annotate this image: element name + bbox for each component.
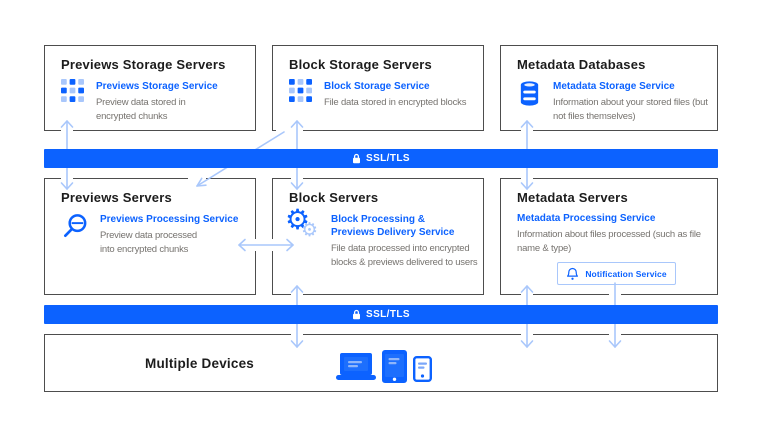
service-description: File data processed into encrypted [331, 243, 470, 254]
block-storage-servers-box: Block Storage Servers Block Storage Serv… [272, 45, 484, 131]
border-gap [188, 175, 206, 181]
service-name: Previews Storage Service [96, 81, 218, 92]
box-title: Metadata Databases [517, 57, 646, 72]
service-description: name & type) [517, 242, 572, 254]
metadata-servers-box: Metadata Servers Metadata Processing Ser… [500, 178, 718, 295]
tablet-icon [382, 350, 407, 388]
notification-service-label: Notification Service [585, 268, 667, 279]
notification-service-box: Notification Service [557, 262, 676, 285]
box-title: Previews Servers [61, 190, 172, 205]
border-gap [291, 128, 303, 134]
service-name: Previews Delivery Service [331, 227, 455, 238]
border-gap [521, 128, 533, 134]
ssl-tls-label: SSL/TLS [366, 153, 410, 164]
lock-icon [352, 153, 361, 164]
service-name: Metadata Storage Service [553, 81, 675, 92]
service-description: Information about files processed (such … [517, 229, 701, 240]
service-name: Previews Processing Service [100, 214, 239, 225]
ssl-tls-bar-bottom: SSL/TLS [44, 305, 718, 324]
box-title: Metadata Servers [517, 190, 628, 205]
previews-servers-box: Previews Servers Previews Processing Ser… [44, 178, 256, 295]
box-title: Previews Storage Servers [61, 57, 226, 72]
bell-icon [566, 267, 579, 281]
previews-storage-servers-box: Previews Storage Servers Previews Storag… [44, 45, 256, 131]
metadata-databases-box: Metadata Databases Metadata Storage Serv… [500, 45, 718, 131]
service-description: not files themselves) [553, 110, 636, 122]
ssl-tls-label: SSL/TLS [366, 309, 410, 320]
border-gap [609, 292, 621, 298]
border-gap [521, 292, 533, 298]
service-description: Preview data stored in [96, 97, 186, 108]
service-description: into encrypted chunks [100, 243, 189, 255]
service-description: blocks & previews delivered to users [331, 256, 478, 268]
box-title: Block Servers [289, 190, 379, 205]
service-description: Information about your stored files (but [553, 97, 708, 108]
border-gap [253, 239, 259, 251]
border-gap [291, 175, 303, 181]
service-description: File data stored in encrypted blocks [324, 97, 467, 108]
block-servers-box: Block Servers ⚙ ⚙ Block Processing & Pre… [272, 178, 484, 295]
lock-icon [352, 309, 361, 320]
service-name: Metadata Processing Service [517, 213, 656, 224]
laptop-icon [336, 353, 376, 386]
border-gap [521, 331, 533, 337]
border-gap [61, 175, 73, 181]
service-description: encrypted chunks [96, 110, 168, 122]
border-gap [521, 175, 533, 181]
multiple-devices-box: Multiple Devices [44, 334, 718, 392]
border-gap [291, 331, 303, 337]
database-icon [517, 79, 542, 113]
border-gap [291, 292, 303, 298]
border-gap [609, 331, 621, 337]
ssl-tls-bar-top: SSL/TLS [44, 149, 718, 168]
gears-icon: ⚙ ⚙ [285, 203, 319, 241]
grid-dark-icon [289, 79, 312, 107]
grid-light-icon [61, 79, 84, 107]
service-name: Block Storage Service [324, 81, 430, 92]
border-gap [276, 128, 292, 134]
multiple-devices-title: Multiple Devices [145, 356, 254, 371]
border-gap [269, 239, 275, 251]
phone-icon [413, 356, 433, 387]
border-gap [61, 128, 73, 134]
box-title: Block Storage Servers [289, 57, 432, 72]
service-name: Block Processing & [331, 214, 425, 225]
magnifier-icon [61, 212, 90, 246]
service-description: Preview data processed [100, 230, 197, 241]
